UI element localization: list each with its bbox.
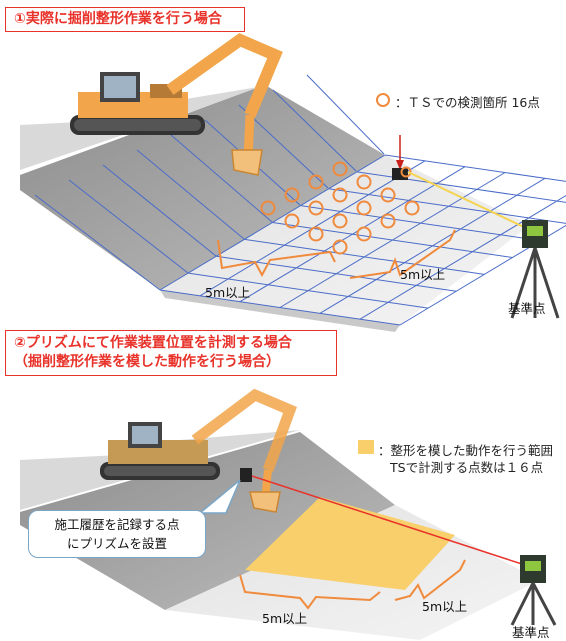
measurement-point-circle [308,174,324,190]
slope-1 [20,85,385,290]
slope-line [136,149,245,240]
motion-area [245,497,455,590]
slope-line [34,194,161,291]
grid-line [359,194,566,320]
dimension-label-2-right: 5m以上 [422,599,468,614]
floor-1-front [160,290,400,332]
scenario-2-title: ②プリズムにて作業装置位置を計測する場合 （掘削整形作業を模した動作を行う場合） [5,330,337,376]
legend-count-text: TSで計測する点数は１６点 [390,460,544,475]
measurement-point-circle [380,213,396,229]
prism-on-bucket [240,468,252,482]
measurement-point-circle [380,187,396,203]
reference-instrument-2 [510,555,557,626]
measurement-point-circle [284,213,300,229]
prism-station-1 [392,135,412,180]
legend-area-swatch [358,440,374,454]
measurement-point-circle [332,161,348,177]
excavator-2 [100,388,297,513]
dimension-bracket-1 [217,229,456,279]
measurement-point-circle [284,187,300,203]
laser-line-2 [251,475,529,567]
grid-line [239,166,466,303]
measurement-point-circle [356,226,372,242]
scenario-1-title: ①実際に掘削整形作業を行う場合 [5,7,245,32]
measurement-point-circle [356,174,372,190]
slope-line [306,74,385,155]
callout-pointer [197,479,241,514]
measurement-point-circle [260,200,276,216]
dimension-label-1-left: 5m以上 [205,285,251,300]
slope-line [68,179,189,274]
grid-line [159,154,386,291]
reference-instrument-1 [510,220,560,319]
grid-line [399,224,566,326]
measurement-point-circle [332,239,348,255]
slope-line [170,134,273,223]
legend-area-text: ：整形を模した動作を行う範囲 [378,443,554,458]
grid-1 [34,74,566,326]
dimension-bracket-2 [239,559,466,610]
legend-measure-points: ：ＴＳでの検測箇所 16点 [395,95,540,110]
grid-line [319,177,546,314]
scenario-2-title-line2: （掘削整形作業を模した動作を行う場合） [14,354,280,370]
measurement-point-circle [332,187,348,203]
callout-line2: にプリズムを設置 [66,536,167,551]
measurement-points-1 [260,161,420,255]
slope-2 [20,432,395,610]
legend-circle-icon [376,93,390,107]
slope-line [272,89,357,172]
measurement-point-circle [404,200,420,216]
measurement-point-circle [356,200,372,216]
excavator-1 [70,33,283,176]
dimension-label-1-right: 5m以上 [400,267,446,282]
measurement-point-circle [308,200,324,216]
tracked-point-circle [400,166,412,178]
terrain-1 [20,85,530,332]
measurement-point-circle [332,213,348,229]
grid-line [279,172,506,308]
laser-line-1 [407,171,531,231]
callout-line1: 施工履歴を記録する点 [54,517,180,532]
slope-line [102,164,217,257]
dimension-label-2-left: 5m以上 [262,611,308,626]
reference-point-label-1: 基準点 [508,301,546,316]
reference-point-label-2: 基準点 [512,625,550,640]
prism-callout: 施工履歴を記録する点 にプリズムを設置 [28,510,206,558]
measurement-point-circle [308,226,324,242]
scenario-2-title-line1: ②プリズムにて作業装置位置を計測する場合 [14,335,292,351]
